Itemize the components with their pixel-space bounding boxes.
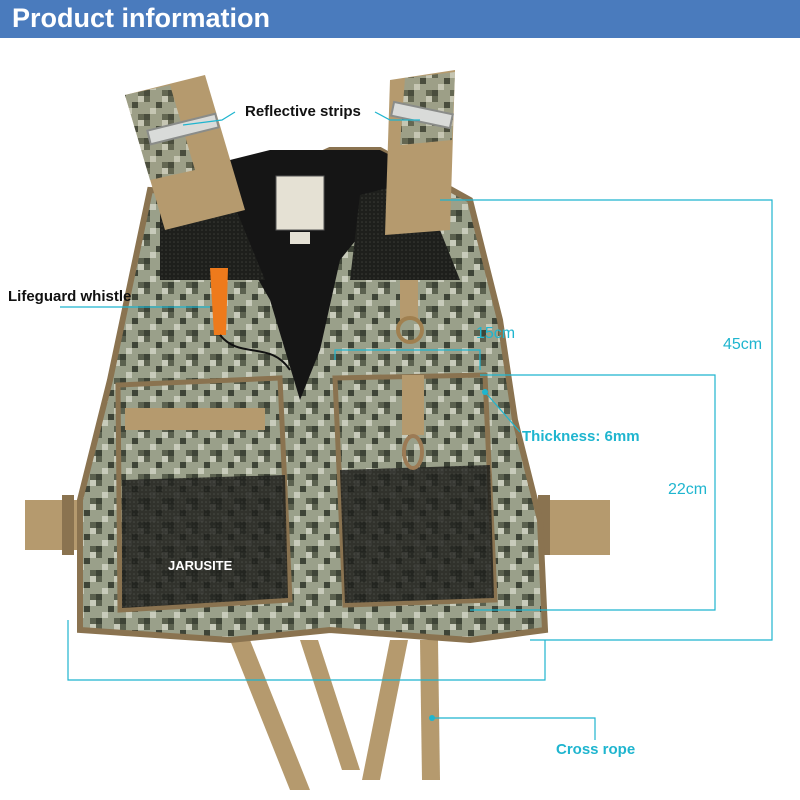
- product-photo: [25, 70, 773, 790]
- header-banner: Product information: [0, 0, 800, 38]
- chest-loop: [400, 280, 418, 320]
- dimension-pocket-height: 22cm: [668, 481, 708, 498]
- pocket-tab: [402, 375, 424, 435]
- carabiner-icon: [402, 434, 424, 470]
- thickness-marker: [482, 389, 488, 395]
- callout-lines: [60, 111, 773, 740]
- vest-lining: [230, 150, 400, 400]
- whistle-icon: [210, 268, 228, 335]
- brand-label: JARUSITE: [168, 558, 233, 573]
- dimension-pocket-width: 15cm: [476, 325, 516, 342]
- left-buckle: [62, 495, 74, 555]
- dimension-vest-length: 45cm: [723, 336, 763, 353]
- right-reflective-strip: [390, 100, 454, 130]
- right-pocket-mesh: [340, 465, 494, 603]
- left-pocket-webbing: [125, 408, 265, 430]
- left-pocket-mesh: [122, 475, 288, 608]
- whistle-cord: [219, 334, 291, 371]
- callout-thickness: Thickness: 6mm: [522, 428, 640, 445]
- neck-label: [275, 175, 325, 231]
- callout-lifeguard-whistle: Lifeguard whistle: [8, 288, 132, 305]
- d-ring-icon: [396, 316, 424, 344]
- callout-reflective-strips: Reflective strips: [245, 103, 361, 120]
- callout-cross-rope: Cross rope: [556, 741, 636, 758]
- cross-rope-straps: [230, 640, 440, 790]
- size-tag: [290, 232, 310, 244]
- cross-rope-marker: [429, 715, 435, 721]
- header-title: Product information: [12, 3, 270, 33]
